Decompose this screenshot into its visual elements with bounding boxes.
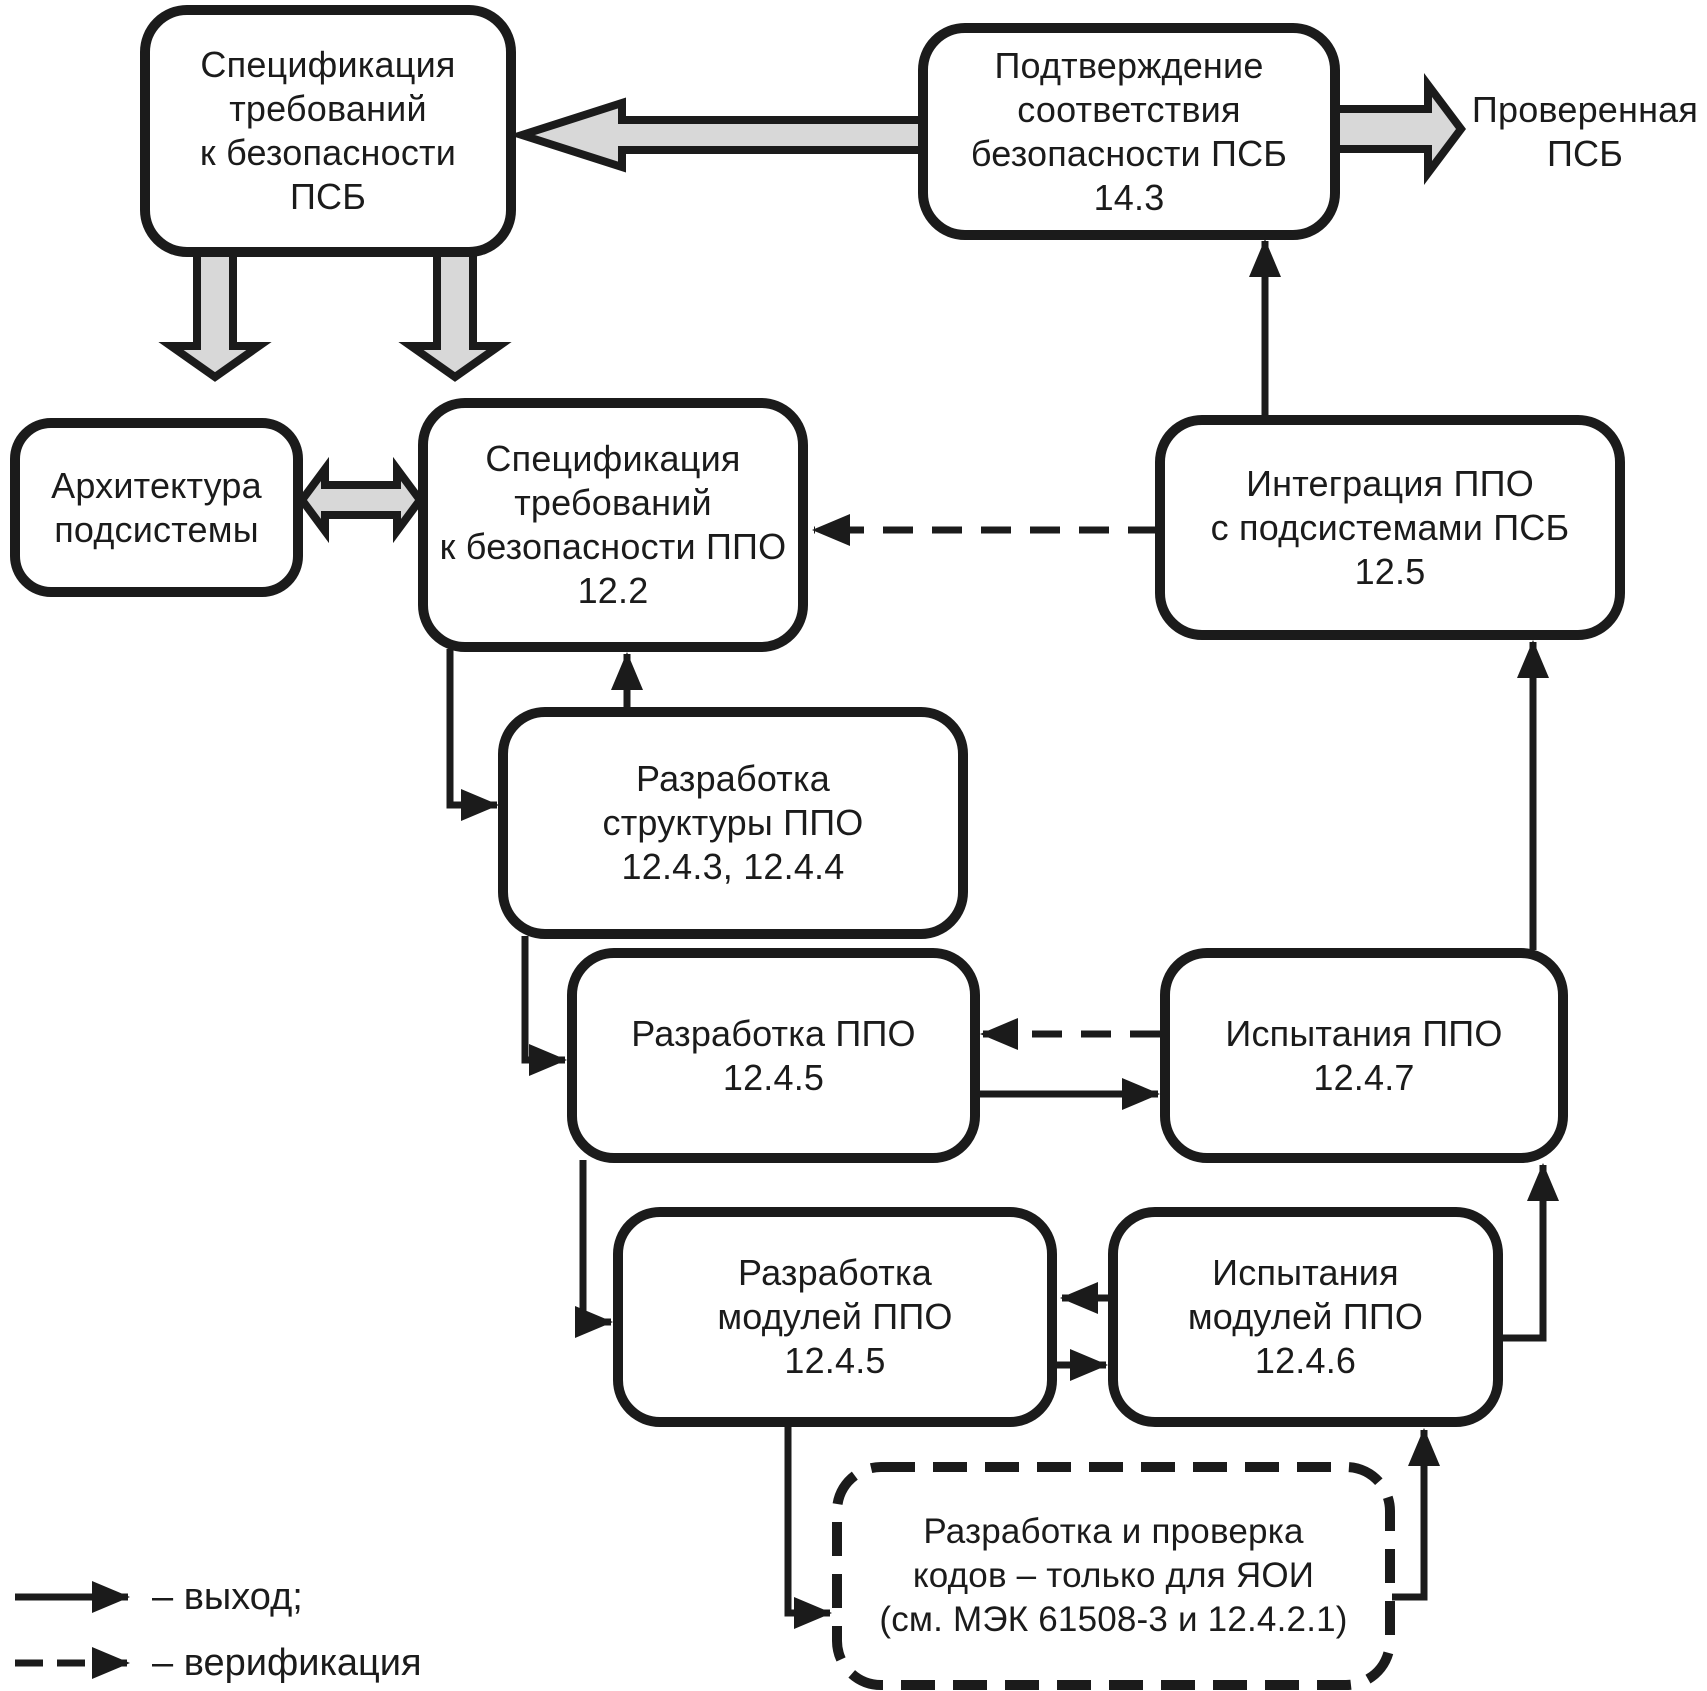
box-label-line: модулей ППО (1187, 1296, 1424, 1337)
legend-output-label: – выход; (152, 1575, 303, 1618)
box-ppo-dev-outline (567, 948, 980, 1163)
label-verified-psb: Проверенная ПСБ (1455, 82, 1707, 182)
thick-arrow-confirmation-to-spec-psb (508, 97, 929, 173)
box-label-line: (см. МЭК 61508-3 и 12.4.2.1) (879, 1600, 1348, 1639)
box-label-line: Разработка (636, 758, 830, 799)
label-line: ПСБ (1546, 133, 1624, 174)
box-label-line: подсистемы (54, 508, 259, 550)
box-modules-dev: Разработка модулей ППО 12.4.5 (618, 1212, 1052, 1422)
box-label-line: 12.5 (1354, 550, 1426, 592)
box-label-line: Разработка ППО (631, 1012, 916, 1054)
connector-ppo-dev-to-modules-dev (575, 1160, 613, 1338)
box-spec-req-ppo: Спецификация требований к безопасности П… (423, 403, 803, 647)
box-label-line: к безопасности (199, 132, 457, 173)
box-ppo-dev: Разработка ППО 12.4.5 (572, 953, 975, 1158)
connector-spec-ppo-to-structure-dev (446, 649, 499, 821)
box-label-line: Спецификация (200, 44, 456, 85)
box-structure-dev: Разработка структуры ППО 12.4.3, 12.4.4 (503, 712, 963, 934)
box-label-line: Испытания (1212, 1252, 1399, 1293)
box-label-line: Разработка и проверка (923, 1512, 1304, 1551)
box-label-line: 12.4.7 (1313, 1056, 1415, 1098)
box-label-line: ПСБ (289, 176, 367, 217)
box-confirmation: Подтверждение соответствия безопасности … (923, 28, 1335, 235)
box-label-line: модулей ППО (717, 1296, 953, 1337)
box-label-line: кодов – только для ЯОИ (912, 1556, 1315, 1595)
thick-arrow-spec-psb-down-left (158, 246, 272, 382)
box-label-line: к безопасности ППО (439, 526, 787, 567)
box-label-line: Подтверждение (994, 44, 1264, 86)
box-label-line: структуры ППО (602, 802, 864, 843)
box-label-line: Архитектура (51, 464, 262, 506)
connector-structure-dev-to-ppo-dev (521, 936, 567, 1076)
box-label-line: 12.2 (577, 570, 649, 611)
box-modules-test: Испытания модулей ППО 12.4.6 (1113, 1212, 1498, 1422)
thick-arrow-spec-psb-down-right (398, 246, 512, 382)
box-integration: Интеграция ППО с подсистемами ПСБ 12.5 (1160, 420, 1620, 635)
box-label-line: 12.4.5 (722, 1056, 825, 1098)
legend-verification-label: – верификация (152, 1641, 422, 1684)
box-architecture-outline (10, 418, 303, 597)
box-structure-dev-outline (498, 707, 968, 939)
box-confirmation-outline (918, 23, 1340, 240)
box-ppo-test: Испытания ППО 12.4.7 (1165, 953, 1563, 1158)
connector-modules-test-to-ppo-test (1498, 1163, 1559, 1342)
box-label-line: с подсистемами ПСБ (1210, 506, 1570, 548)
thick-arrow-confirmation-to-verified-psb (1329, 73, 1466, 185)
box-coding-outline (832, 1462, 1395, 1690)
box-modules-test-outline (1108, 1207, 1503, 1427)
box-spec-req-ppo-outline (418, 398, 808, 652)
box-label-line: требований (514, 482, 712, 523)
connector-modules-dev-to-coding (784, 1424, 832, 1629)
connector-coding-to-modules-test (1392, 1428, 1440, 1601)
box-label-line: 12.4.3, 12.4.4 (621, 846, 845, 887)
box-label-line: 12.4.5 (784, 1340, 886, 1381)
box-label-line: 12.4.6 (1254, 1340, 1357, 1381)
box-label-line: соответствия (1017, 88, 1241, 130)
box-modules-dev-outline (613, 1207, 1057, 1427)
thick-arrow-architecture-spec-ppo-double (297, 456, 425, 544)
box-ppo-test-outline (1160, 948, 1568, 1163)
box-architecture: Архитектура подсистемы (15, 423, 298, 592)
box-label-line: требований (229, 88, 427, 129)
box-label-line: Спецификация (485, 438, 741, 479)
box-integration-outline (1155, 415, 1625, 640)
box-label-line: Интеграция ППО (1246, 462, 1534, 504)
box-spec-req-psb-outline (140, 5, 516, 257)
box-label-line: Испытания ППО (1225, 1012, 1503, 1054)
box-label-line: Разработка (738, 1252, 932, 1293)
box-label-line: 14.3 (1093, 176, 1165, 218)
box-coding: Разработка и проверка кодов – только для… (837, 1467, 1390, 1685)
box-spec-req-psb: Спецификация требований к безопасности П… (145, 10, 511, 252)
label-line: Проверенная (1471, 89, 1699, 130)
box-label-line: безопасности ПСБ (970, 132, 1288, 174)
